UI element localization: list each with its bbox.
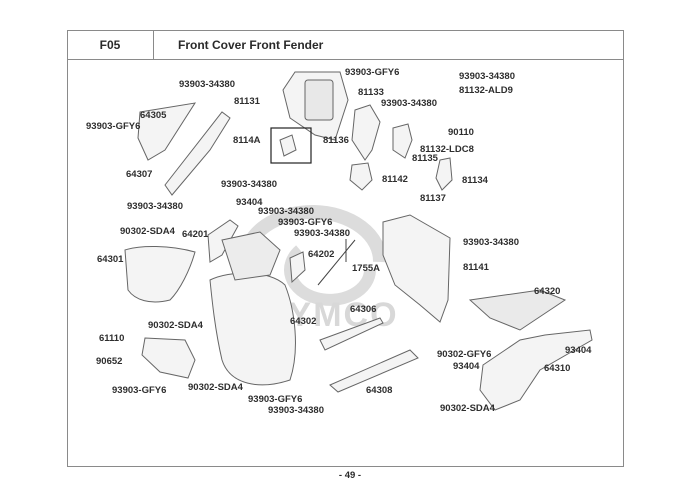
part-61110 [141,337,196,379]
part-label: 90302-SDA4 [148,320,203,331]
part-label: 81132-ALD9 [459,85,513,96]
part-label: 81136 [323,135,349,146]
rod-1755A [317,239,356,286]
leader-lines [317,239,356,286]
part-label: 90302-SDA4 [440,403,495,414]
part-81142 [349,162,373,191]
part-label: 93903-GFY6 [248,394,303,405]
part-label: 90652 [96,356,123,367]
page-number: - 49 - [338,470,362,481]
part-8114A [279,134,297,157]
part-81141 [382,214,451,323]
part-64302 [209,272,296,386]
part-label: 93903-GFY6 [112,385,167,396]
part-label: 81142 [382,174,408,185]
part-label: 93903-34380 [268,405,324,416]
part-label: 93903-34380 [127,201,183,212]
part-label: 81137 [420,193,446,204]
part-label: 93404 [565,345,592,356]
part-label: 90302-SDA4 [188,382,243,393]
part-label: 93903-GFY6 [86,121,141,132]
part-64308 [329,349,419,393]
page-title: Front Cover Front Fender [178,38,324,52]
part-label: 81135 [412,153,438,164]
part-label: 81134 [462,175,488,186]
part-label: 61110 [99,333,125,344]
part-label: 1755A [352,263,380,274]
part-64320 [468,289,567,331]
part-label: 93903-34380 [258,206,314,217]
part-64301 [124,245,196,303]
part-81131-inner [304,79,334,121]
part-label: 64201 [182,229,209,240]
part-label: 64307 [126,169,153,180]
part-81135 [392,123,413,159]
part-label: 64302 [290,316,317,327]
part-64307 [164,111,231,196]
part-label: 93903-34380 [221,179,277,190]
part-label: 93903-34380 [459,71,515,82]
part-label: 93404 [236,197,263,208]
part-label: 64202 [308,249,335,260]
section-code: F05 [99,38,121,52]
part-64305 [137,102,197,161]
part-81134 [435,157,453,191]
part-label: 64308 [366,385,393,396]
part-label: 93903-34380 [463,237,519,248]
part-label: 81132-LDC8 [420,144,474,155]
part-label: 64306 [350,304,377,315]
part-label: 64305 [140,110,167,121]
part-label: 8114A [233,135,261,146]
part-inner-frame [221,231,281,281]
part-label: 90302-SDA4 [120,226,175,237]
part-label: 93404 [453,361,480,372]
part-label: 81131 [234,96,260,107]
part-8114A-box [270,127,312,164]
header-cell-divider [153,30,154,60]
part-label: 90110 [448,127,474,138]
diagram-frame [67,30,624,467]
part-label: 93903-GFY6 [345,67,400,78]
part-label: 93903-GFY6 [278,217,333,228]
part-label: 81133 [358,87,384,98]
header-divider [67,59,624,60]
part-label: 64301 [97,254,124,265]
part-label: 64320 [534,286,561,297]
part-label: 93903-34380 [179,79,235,90]
part-label: 90302-GFY6 [437,349,492,360]
part-64202 [289,251,306,284]
part-label: 64310 [544,363,571,374]
part-64310 [479,329,593,411]
part-label: 93903-34380 [294,228,350,239]
part-64306 [319,317,384,351]
part-label: 81141 [463,262,489,273]
part-81133 [351,104,381,161]
part-label: 93903-34380 [381,98,437,109]
